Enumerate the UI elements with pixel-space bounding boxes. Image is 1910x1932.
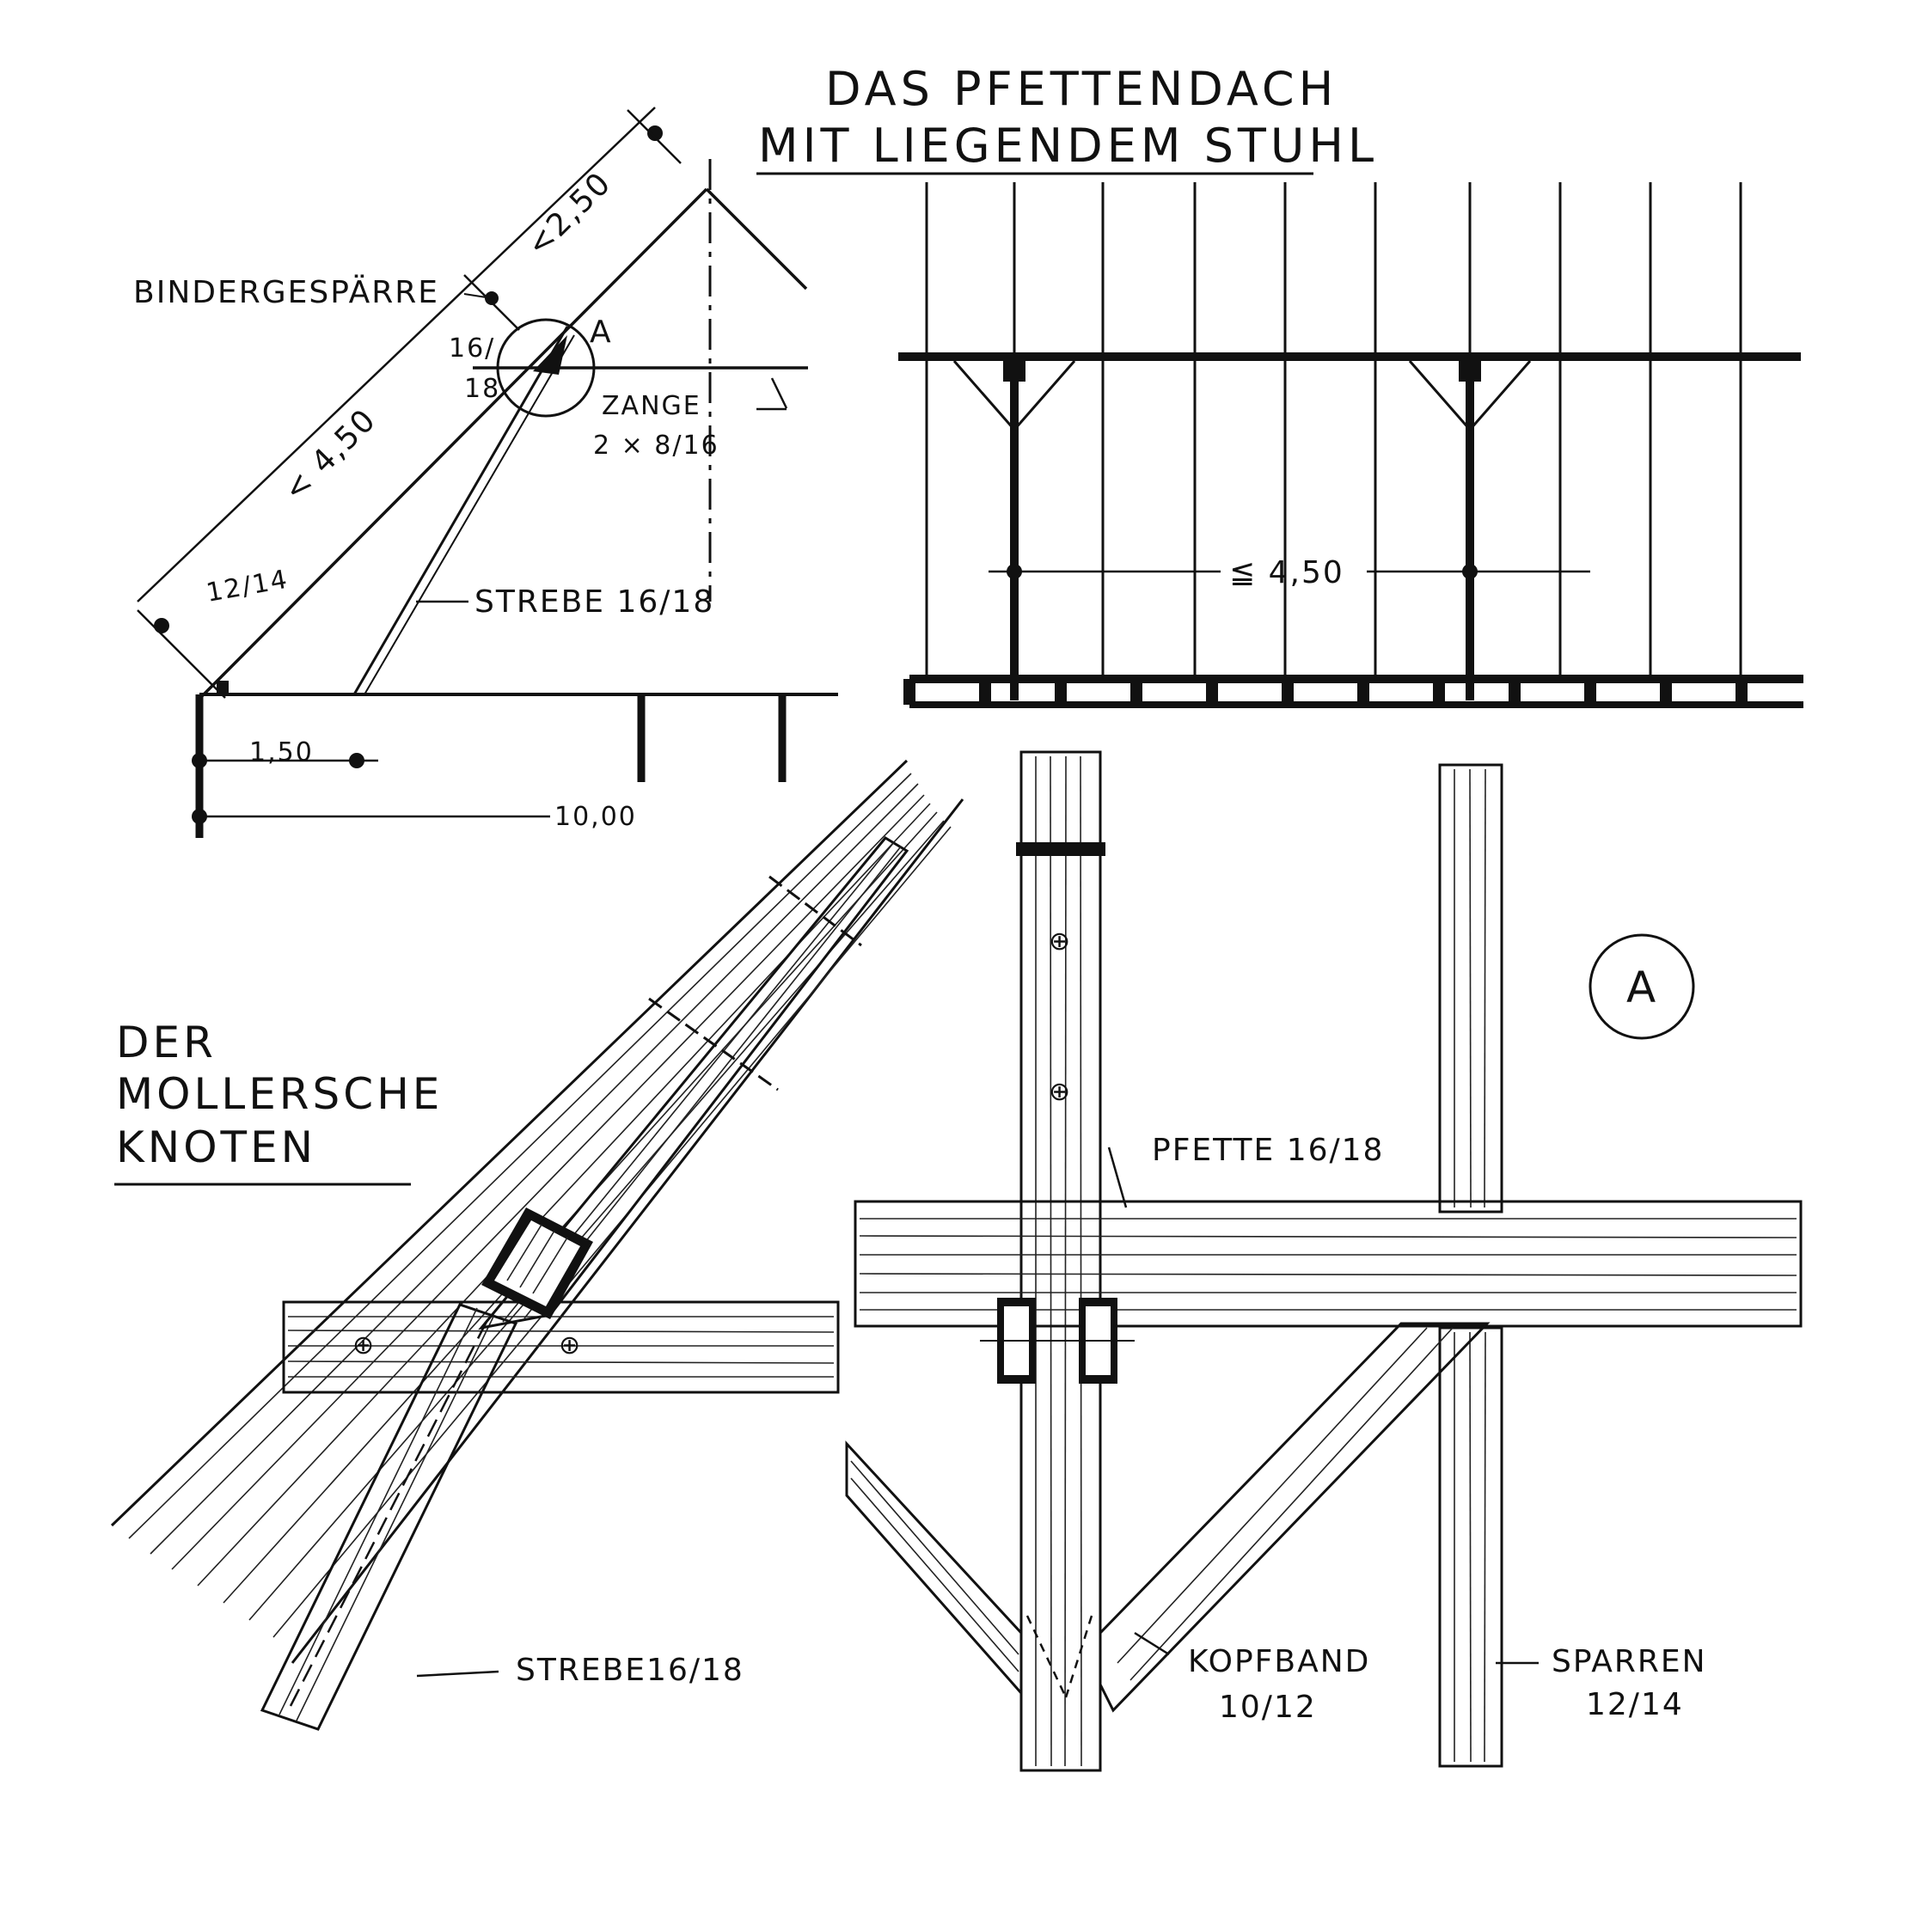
elevation-joist-end xyxy=(979,679,991,705)
plan-detail-a: A ⊕ ⊕ xyxy=(845,750,1803,1772)
label-pfette: PFETTE 16/18 xyxy=(1152,1133,1384,1168)
detail-marker-a: A xyxy=(590,315,613,350)
elevation-joist-end xyxy=(1433,679,1445,705)
node-fill xyxy=(533,335,567,375)
dimension-tick-mid xyxy=(463,274,520,331)
offset-dim-node-a xyxy=(192,753,207,768)
knot-rafter xyxy=(110,759,964,1664)
dimension-tick-upper xyxy=(627,109,682,164)
elevation-joist-end xyxy=(1660,679,1672,705)
strebe-line xyxy=(352,326,569,695)
knot-bolt-2 xyxy=(648,997,779,1091)
roof-elevation-drawing: ≦ 4,50 xyxy=(898,182,1803,708)
plan-bolt-2: ⊕ xyxy=(1049,1077,1072,1107)
kopfband-size: 10/12 xyxy=(1219,1690,1317,1725)
rafter-line-right xyxy=(705,187,808,290)
knot-heading-line-2: MOLLERSCHE xyxy=(116,1069,443,1119)
label-strebe-section: STREBE 16/18 xyxy=(474,584,714,620)
elevation-joist-end xyxy=(1206,679,1218,705)
elevation-joist-end xyxy=(1055,679,1067,705)
strebe-line-2 xyxy=(364,334,575,695)
dimension-node-upper xyxy=(647,125,663,141)
bindergesparre-leader xyxy=(463,293,493,299)
label-kopfband: KOPFBAND xyxy=(1188,1644,1370,1679)
node-section-top: 16/ xyxy=(449,333,495,364)
dim-offset: 1,50 xyxy=(249,737,314,767)
elevation-joist-end xyxy=(1509,679,1521,705)
bolt-mark-2: ⊕ xyxy=(559,1330,582,1360)
plan-detail-marker: A xyxy=(1626,963,1659,1012)
knot-heading-line-3: KNOTEN xyxy=(116,1122,316,1172)
knot-bolt-1 xyxy=(768,875,862,947)
plan-rafter: SPARREN 12/14 xyxy=(1438,763,1707,1768)
dim-spacing: ≦ 4,50 xyxy=(1229,555,1344,590)
knot-purlin-section xyxy=(481,1208,593,1319)
label-bindergesparre: BINDERGESPÄRRE xyxy=(133,274,439,310)
elevation-rafters xyxy=(925,182,1742,679)
node-section-bottom: 18 xyxy=(464,374,500,404)
plan-purlin: PFETTE 16/18 xyxy=(854,1133,1803,1328)
zange-size: 2 × 8/16 xyxy=(593,431,719,461)
bolt-mark-1: ⊕ xyxy=(352,1330,376,1360)
knot-heading-line-1: DER xyxy=(116,1018,217,1067)
plan-bolt-1: ⊕ xyxy=(1049,926,1072,957)
title-line-2: MIT LIEGENDEM STUHL xyxy=(758,119,1378,173)
strebe-centerline xyxy=(289,1314,492,1707)
detail-circle-a xyxy=(496,318,596,418)
elevation-post-right xyxy=(1408,360,1532,700)
dimension-tick-lower xyxy=(137,609,226,699)
elevation-joist-end xyxy=(1584,679,1596,705)
roof-section-drawing: BINDERGESPÄRRE <2,50 < 4,50 12/14 16/ 18… xyxy=(133,107,838,838)
spacing-node-left xyxy=(1007,564,1022,579)
elevation-joist-end xyxy=(1736,679,1748,705)
sheet-title: DAS PFETTENDACH MIT LIEGENDEM STUHL xyxy=(756,62,1378,175)
title-line-1: DAS PFETTENDACH xyxy=(825,62,1338,116)
plan-post: ⊕ ⊕ xyxy=(1016,750,1105,1772)
rafter-section: 12/14 xyxy=(204,565,291,608)
label-zange: ZANGE xyxy=(602,391,701,421)
spacing-node-right xyxy=(1462,564,1478,579)
elevation-joist-ends xyxy=(903,679,1748,705)
sparren-size: 12/14 xyxy=(1586,1687,1684,1722)
rafter-foot xyxy=(217,681,229,694)
span-dim-node xyxy=(192,809,207,824)
pfette-leader xyxy=(1107,1146,1128,1208)
elevation-joist-end xyxy=(1282,679,1294,705)
dim-rafter-upper: <2,50 xyxy=(520,165,618,263)
elevation-joist-end xyxy=(1357,679,1369,705)
strebe-leader-knot xyxy=(416,1670,499,1678)
plan-detail-circle xyxy=(1589,933,1695,1040)
knot-detail-drawing: DER MOLLERSCHE KNOTEN xyxy=(110,759,964,1731)
elevation-joist-end xyxy=(903,679,915,705)
kopfband-leader xyxy=(1134,1631,1170,1656)
label-sparren: SPARREN xyxy=(1552,1644,1707,1679)
label-strebe-knot: STREBE16/18 xyxy=(516,1653,744,1688)
dimension-node-lower xyxy=(154,618,169,633)
dim-span: 10,00 xyxy=(554,802,637,832)
plan-kopfband: KOPFBAND 10/12 xyxy=(845,1322,1491,1725)
knot-strebe: STREBE16/18 xyxy=(260,1303,744,1731)
zange-tick xyxy=(770,377,788,409)
rafter-dimension-line xyxy=(137,107,656,602)
offset-dim-node-b xyxy=(349,753,364,768)
elevation-joist-end xyxy=(1130,679,1142,705)
elevation-post-left xyxy=(952,360,1076,700)
rafter-line xyxy=(196,187,708,702)
